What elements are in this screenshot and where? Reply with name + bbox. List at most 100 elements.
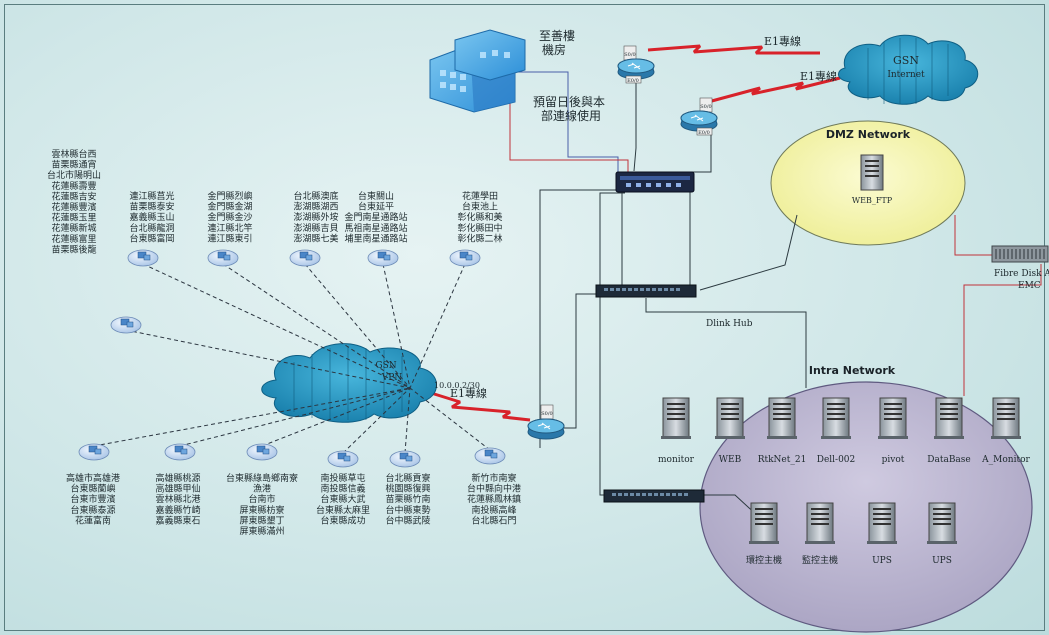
- site-top-1-8: 花蓮縣新城: [51, 222, 96, 234]
- site-top-1-6: 花蓮縣豐濱: [51, 201, 96, 213]
- site-top-1-2: 苗栗縣通宵: [51, 159, 96, 171]
- remote-sites: 雲林縣台西苗栗縣通宵台北市陽明山花蓮縣壽豐花蓮縣吉安花蓮縣豐濱花蓮縣玉里花蓮縣新…: [47, 148, 521, 537]
- remote-site-top-4[interactable]: [367, 249, 399, 267]
- remote-site-top-5[interactable]: [449, 249, 481, 267]
- site-top-2-2: 苗栗縣泰安: [129, 201, 174, 213]
- fibre-disk-array[interactable]: [991, 245, 1049, 263]
- site-top-6-3: 彰化縣和美: [457, 211, 502, 223]
- e1-links: [414, 44, 841, 422]
- site-bottom-2-3: 雲林縣北港: [155, 493, 200, 505]
- intra-server-4[interactable]: [821, 397, 851, 439]
- site-top-3-1: 金門縣烈嶼: [207, 190, 252, 202]
- site-bottom-2-5: 嘉義縣東石: [155, 514, 200, 526]
- router-top-serial: S0/0: [624, 52, 635, 58]
- site-bottom-4-1: 南投縣草屯: [320, 472, 365, 484]
- future-note-1: 預留日後與本: [533, 95, 605, 109]
- intra-lower-server-label-4: UPS: [932, 556, 952, 566]
- site-top-4-5: 澎湖縣七美: [293, 232, 338, 244]
- site-bottom-4-5: 台東縣成功: [320, 514, 365, 526]
- site-top-1-9: 花蓮縣富里: [51, 233, 96, 245]
- remote-site-bottom-4[interactable]: [327, 450, 359, 468]
- dlink-hub[interactable]: [595, 284, 697, 298]
- router-top[interactable]: S0/0 E0/0: [617, 45, 655, 84]
- router-mid[interactable]: S0/0 E0/0: [680, 97, 718, 136]
- fibre-label-1: Fibre Disk An: [994, 269, 1049, 279]
- remote-site-top-1[interactable]: [127, 249, 159, 267]
- intra-lower-server-label-1: 環控主機: [746, 554, 782, 566]
- dmz-server-label: WEB_FTP: [852, 196, 893, 205]
- remote-site-bottom-3[interactable]: [246, 443, 278, 461]
- site-bottom-2-2: 高雄縣甲仙: [155, 483, 200, 495]
- site-bottom-6-2: 台中縣向中港: [467, 483, 521, 495]
- site-top-1-7: 花蓮縣玉里: [51, 212, 96, 224]
- remote-site-links: [93, 263, 491, 454]
- intra-server-7[interactable]: [991, 397, 1021, 439]
- intra-lower-server-label-3: UPS: [872, 556, 892, 566]
- site-bottom-1-4: 台東縣泰源: [70, 504, 115, 516]
- site-top-5-1: 台東關山: [358, 190, 394, 202]
- intra-lower-server-1[interactable]: [749, 502, 779, 544]
- intra-server-5[interactable]: [878, 397, 908, 439]
- site-top-2-1: 連江縣莒光: [129, 190, 174, 202]
- remote-site-top-2[interactable]: [207, 249, 239, 267]
- site-bottom-6-4: 南投縣高峰: [471, 504, 516, 516]
- intra-lower-server-4[interactable]: [927, 502, 957, 544]
- site-bottom-2-1: 高雄縣桃源: [155, 472, 200, 484]
- remote-site-bottom-6[interactable]: [474, 447, 506, 465]
- intra-lower-server-3[interactable]: [867, 502, 897, 544]
- site-top-2-5: 台東縣富岡: [129, 232, 174, 244]
- intra-switch[interactable]: [603, 489, 705, 503]
- site-top-1-10: 苗栗縣後龍: [51, 243, 96, 255]
- site-top-5-4: 馬祖南星通路站: [344, 222, 407, 234]
- site-bottom-4-3: 台東縣大武: [320, 493, 365, 505]
- site-top-5-3: 金門南星通路站: [344, 211, 407, 223]
- dmz-title: DMZ Network: [826, 128, 911, 141]
- remote-site-top-3[interactable]: [289, 249, 321, 267]
- site-bottom-1-3: 台東市豐濱: [70, 493, 115, 505]
- e1-label-vpn: E1專線: [450, 386, 487, 400]
- site-top-5-2: 台東延平: [358, 201, 394, 213]
- site-bottom-5-2: 桃園縣復興: [385, 483, 430, 495]
- remote-site-bottom-5[interactable]: [389, 450, 421, 468]
- gsn-internet-label-1: GSN: [893, 54, 919, 67]
- intra-lower-server-2[interactable]: [805, 502, 835, 544]
- intra-server-1[interactable]: [661, 397, 691, 439]
- site-top-1-3: 台北市陽明山: [47, 169, 101, 181]
- router-mid-serial: S0/0: [700, 104, 711, 110]
- intra-server-2[interactable]: [715, 397, 745, 439]
- site-bottom-3-4: 屏東縣枋寮: [239, 504, 284, 516]
- gsn-vpn-cloud: GSN VPN 10.0.0.2/30: [261, 343, 480, 423]
- router-mid-port: E0/0: [698, 130, 710, 136]
- site-top-4-1: 台北縣澳底: [293, 190, 338, 202]
- fibre-intra-link: [963, 264, 1042, 396]
- site-top-3-3: 金門縣金沙: [207, 211, 252, 223]
- intra-server-label-6: DataBase: [927, 455, 971, 465]
- intra-server-6[interactable]: [934, 397, 964, 439]
- remote-site-bottom-1[interactable]: [78, 443, 110, 461]
- site-top-1-4: 花蓮縣壽豐: [51, 180, 96, 192]
- intra-server-label-2: WEB: [719, 455, 742, 465]
- site-top-2-3: 嘉義縣玉山: [129, 211, 174, 223]
- datacenter-label-2: 機房: [542, 42, 566, 57]
- core-firewall[interactable]: [615, 171, 695, 193]
- site-top-3-5: 連江縣東引: [207, 232, 252, 244]
- intra-server-3[interactable]: [767, 397, 797, 439]
- site-bottom-3-2: 漁港: [253, 483, 271, 495]
- site-bottom-5-1: 台北縣貢寮: [385, 472, 430, 484]
- fibre-link: [954, 215, 992, 256]
- intra-server-label-4: Dell-002: [817, 455, 856, 465]
- site-bottom-4-2: 南投縣信義: [320, 483, 365, 495]
- site-bottom-6-3: 花蓮縣鳳林鎮: [467, 493, 521, 505]
- fibre-label-2: EMC: [1018, 281, 1041, 291]
- remote-site-left[interactable]: [110, 316, 142, 334]
- dmz-server-icon[interactable]: [860, 154, 884, 191]
- site-bottom-1-5: 花蓮富南: [75, 514, 111, 526]
- remote-site-bottom-2[interactable]: [164, 443, 196, 461]
- future-note-2: 部連線使用: [541, 108, 601, 123]
- site-top-3-2: 金門縣金湖: [207, 201, 252, 213]
- gsn-vpn-label-1: GSN: [375, 361, 396, 371]
- router-vpn[interactable]: S0/0: [527, 404, 565, 440]
- site-top-2-4: 台北縣龍洞: [129, 222, 174, 234]
